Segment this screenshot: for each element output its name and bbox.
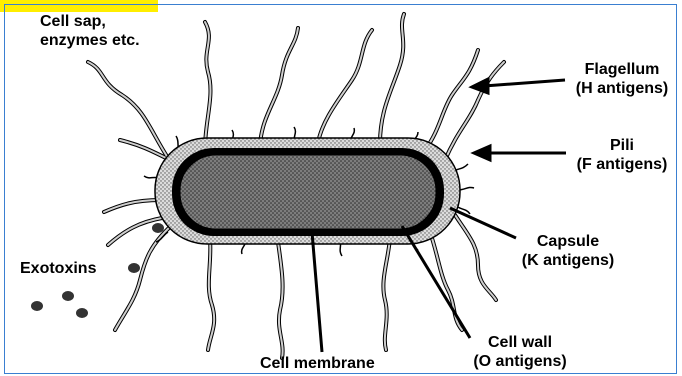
flagellum [445,62,504,160]
cell-sap-line-2: enzymes etc. [40,31,140,50]
pili-arrowhead [474,146,490,160]
pili-line-2: (F antigens) [568,155,676,174]
capsule-line-2: (K antigens) [510,251,626,270]
flagellum [380,14,404,143]
exotoxin-dot [31,301,43,311]
capsule-label: Capsule (K antigens) [510,232,626,270]
exotoxins-label: Exotoxins [20,259,96,278]
exotoxin-dot [76,308,88,318]
exotoxin-dot [62,291,74,301]
cell-wall-line-2: (O antigens) [460,352,580,371]
capsule-line-1: Capsule [510,232,626,251]
cell-membrane-label: Cell membrane [260,354,375,373]
cell-wall-line-1: Cell wall [460,333,580,352]
cell-wall-pointer [402,226,470,338]
flagellum-line-2: (H antigens) [566,79,678,98]
cell-sap-line-1: Cell sap, [40,12,140,31]
cytoplasm [180,155,436,229]
flagellum-line-1: Flagellum [566,60,678,79]
pili-label: Pili (F antigens) [568,136,676,174]
exotoxin-dot [152,223,164,233]
cell-wall-label: Cell wall (O antigens) [460,333,580,371]
exotoxin-dot [128,263,140,273]
cell-membrane-pointer [312,232,322,352]
flagellum-arrowhead [472,79,488,93]
flagellum-label: Flagellum (H antigens) [566,60,678,98]
pili-line-1: Pili [568,136,676,155]
cell-sap-label: Cell sap, enzymes etc. [40,12,140,50]
flagellum-pointer [484,80,565,86]
